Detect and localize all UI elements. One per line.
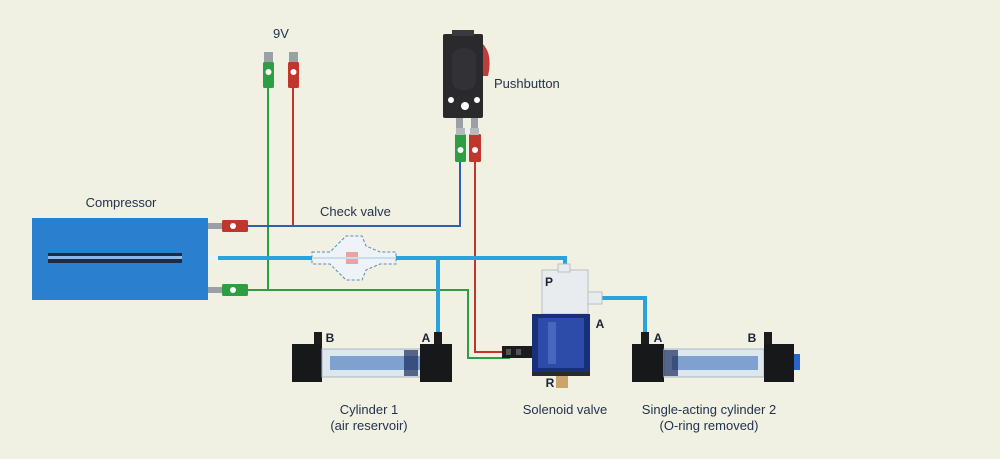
cylinder-1: B A Cylinder 1 (air reservoir) (292, 331, 452, 433)
wire-negative-to-solenoid (268, 289, 510, 359)
cylinder-1-label-line1: Cylinder 1 (340, 402, 399, 417)
pushbutton-plugs (455, 128, 481, 162)
voltage-label: 9V (273, 26, 289, 41)
compressor-label: Compressor (86, 195, 157, 210)
air-line-to-cylinder-2 (600, 296, 647, 340)
cylinder-1-label-line2: (air reservoir) (330, 418, 407, 433)
wire-pushbutton-signal (248, 160, 461, 227)
compressor: Compressor (32, 195, 208, 300)
cylinder-1-port-a: A (422, 331, 431, 345)
solenoid-plug (502, 346, 532, 358)
wire-9v-positive-to-compressor (248, 86, 294, 227)
cylinder-2-port-a: A (654, 331, 663, 345)
battery-negative-plug (263, 52, 274, 88)
cylinder-2-label-line1: Single-acting cylinder 2 (642, 402, 776, 417)
solenoid-port-r: R (546, 376, 555, 390)
battery-terminals: 9V (263, 26, 299, 88)
pushbutton-label: Pushbutton (494, 76, 560, 91)
check-valve-label: Check valve (320, 204, 391, 219)
cylinder-2: A B Single-acting cylinder 2 (O-ring rem… (632, 331, 800, 433)
wire-pushbutton-to-solenoid (474, 160, 510, 353)
solenoid-valve: P A R Solenoid valve (502, 263, 608, 417)
cylinder-2-label-line2: (O-ring removed) (660, 418, 759, 433)
pushbutton-switch: Pushbutton (443, 30, 560, 128)
cylinder-2-port-b: B (748, 331, 757, 345)
solenoid-port-a: A (596, 317, 605, 331)
wiring (248, 86, 510, 359)
compressor-negative-plug (208, 284, 248, 296)
solenoid-port-p: P (545, 275, 553, 289)
cylinder-1-port-b: B (326, 331, 335, 345)
battery-positive-plug (288, 52, 299, 88)
compressor-positive-plug (208, 220, 248, 232)
check-valve: Check valve (311, 204, 397, 281)
solenoid-valve-label: Solenoid valve (523, 402, 608, 417)
